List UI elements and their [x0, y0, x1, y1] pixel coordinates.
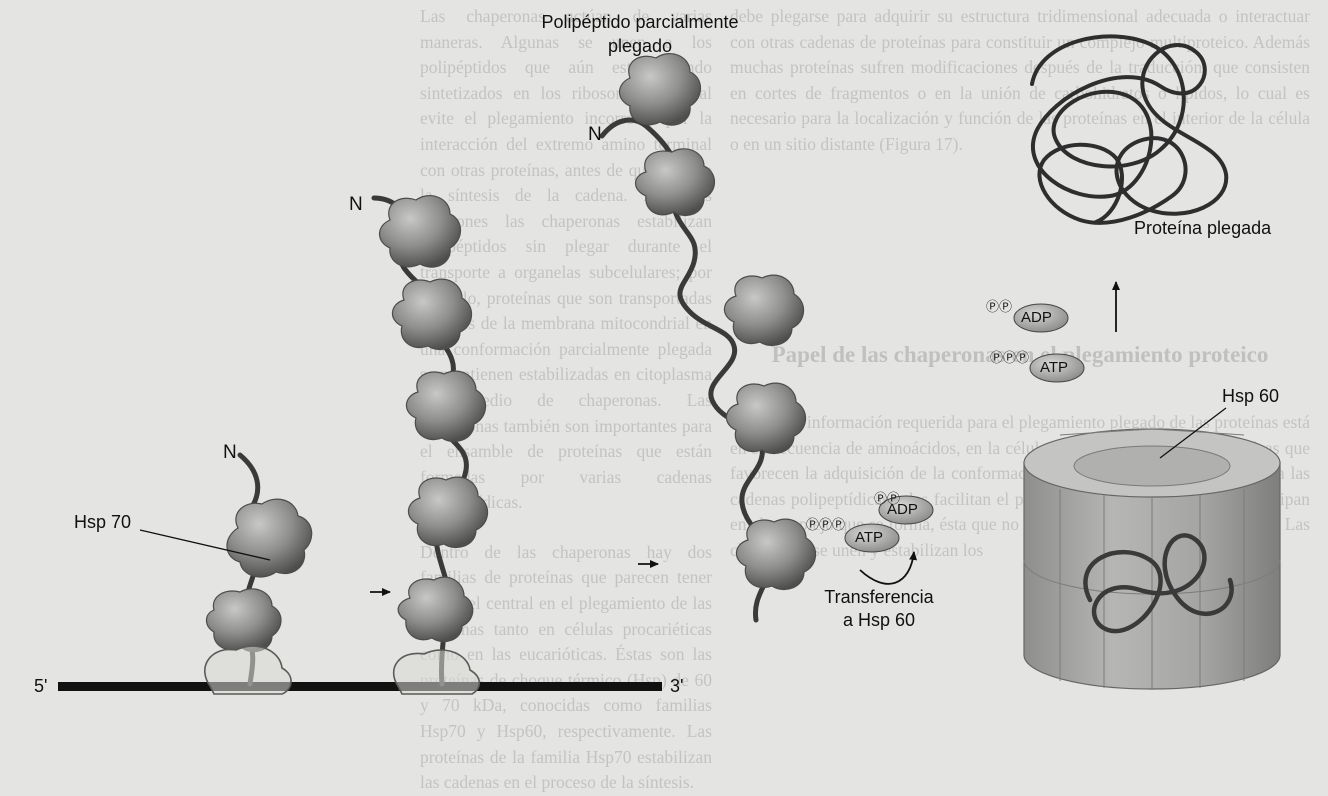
three-prime-label: 3'	[670, 676, 683, 697]
ribosome-icon	[394, 650, 480, 694]
hsp70-chaperone-icon	[227, 499, 312, 577]
phosphate-icon: ⓅⓅ	[874, 488, 900, 507]
hsp60-label: Hsp 60	[1222, 386, 1279, 407]
hsp70-chaperone-icon	[620, 54, 701, 126]
hsp70-chaperone-icon	[398, 577, 473, 641]
transfer-label-line: a Hsp 60	[814, 609, 944, 632]
ribosome-icon	[205, 646, 291, 694]
mrna-strand	[58, 682, 662, 691]
five-prime-label: 5'	[34, 676, 47, 697]
phosphate-icon: ⓅⓅⓅ	[990, 347, 1029, 366]
adp-label: ADP	[1021, 309, 1052, 326]
atp-label: ATP	[1040, 359, 1068, 376]
figure-page: Las chaperonas actúan de varias maneras.…	[0, 0, 1328, 706]
hsp70-chaperone-icon	[380, 196, 461, 268]
partially-folded-label-line: Polipéptido parcialmente	[500, 10, 780, 34]
transfer-label-line: Transferencia	[814, 586, 944, 609]
hsp70-chaperone-icon	[736, 519, 815, 589]
n-terminal-label: N	[349, 194, 363, 216]
hsp70-chaperone-icon	[406, 371, 485, 441]
partially-folded-label: Polipéptido parcialmente plegado	[500, 10, 780, 58]
hsp70-chaperone-icon	[636, 149, 715, 216]
folded-protein	[1032, 36, 1226, 223]
folded-protein-label: Proteína plegada	[1134, 218, 1271, 239]
hsp70-chaperone-icon	[726, 383, 805, 453]
phosphate-icon: ⓅⓅⓅ	[806, 514, 845, 533]
n-terminal-label: N	[223, 442, 237, 464]
partially-folded-label-line: plegado	[500, 34, 780, 58]
chaperone-folding-diagram	[0, 0, 1328, 706]
transfer-label: Transferencia a Hsp 60	[814, 586, 944, 632]
hsp70-chaperone-icon	[207, 589, 282, 652]
hsp70-chaperone-icon	[408, 477, 487, 547]
n-terminal-label: N	[588, 124, 602, 146]
atp-label: ATP	[855, 529, 883, 546]
hsp70-chaperone-icon	[392, 279, 471, 349]
hsp60-barrel-cavity	[1074, 446, 1230, 486]
hsp60-barrel	[1024, 429, 1280, 690]
transfer-arrow	[860, 552, 914, 584]
phosphate-icon: ⓅⓅ	[986, 296, 1012, 315]
hsp70-label: Hsp 70	[74, 512, 131, 533]
hsp70-chaperone-icon	[724, 275, 803, 345]
hsp70-chaperones	[207, 54, 816, 652]
